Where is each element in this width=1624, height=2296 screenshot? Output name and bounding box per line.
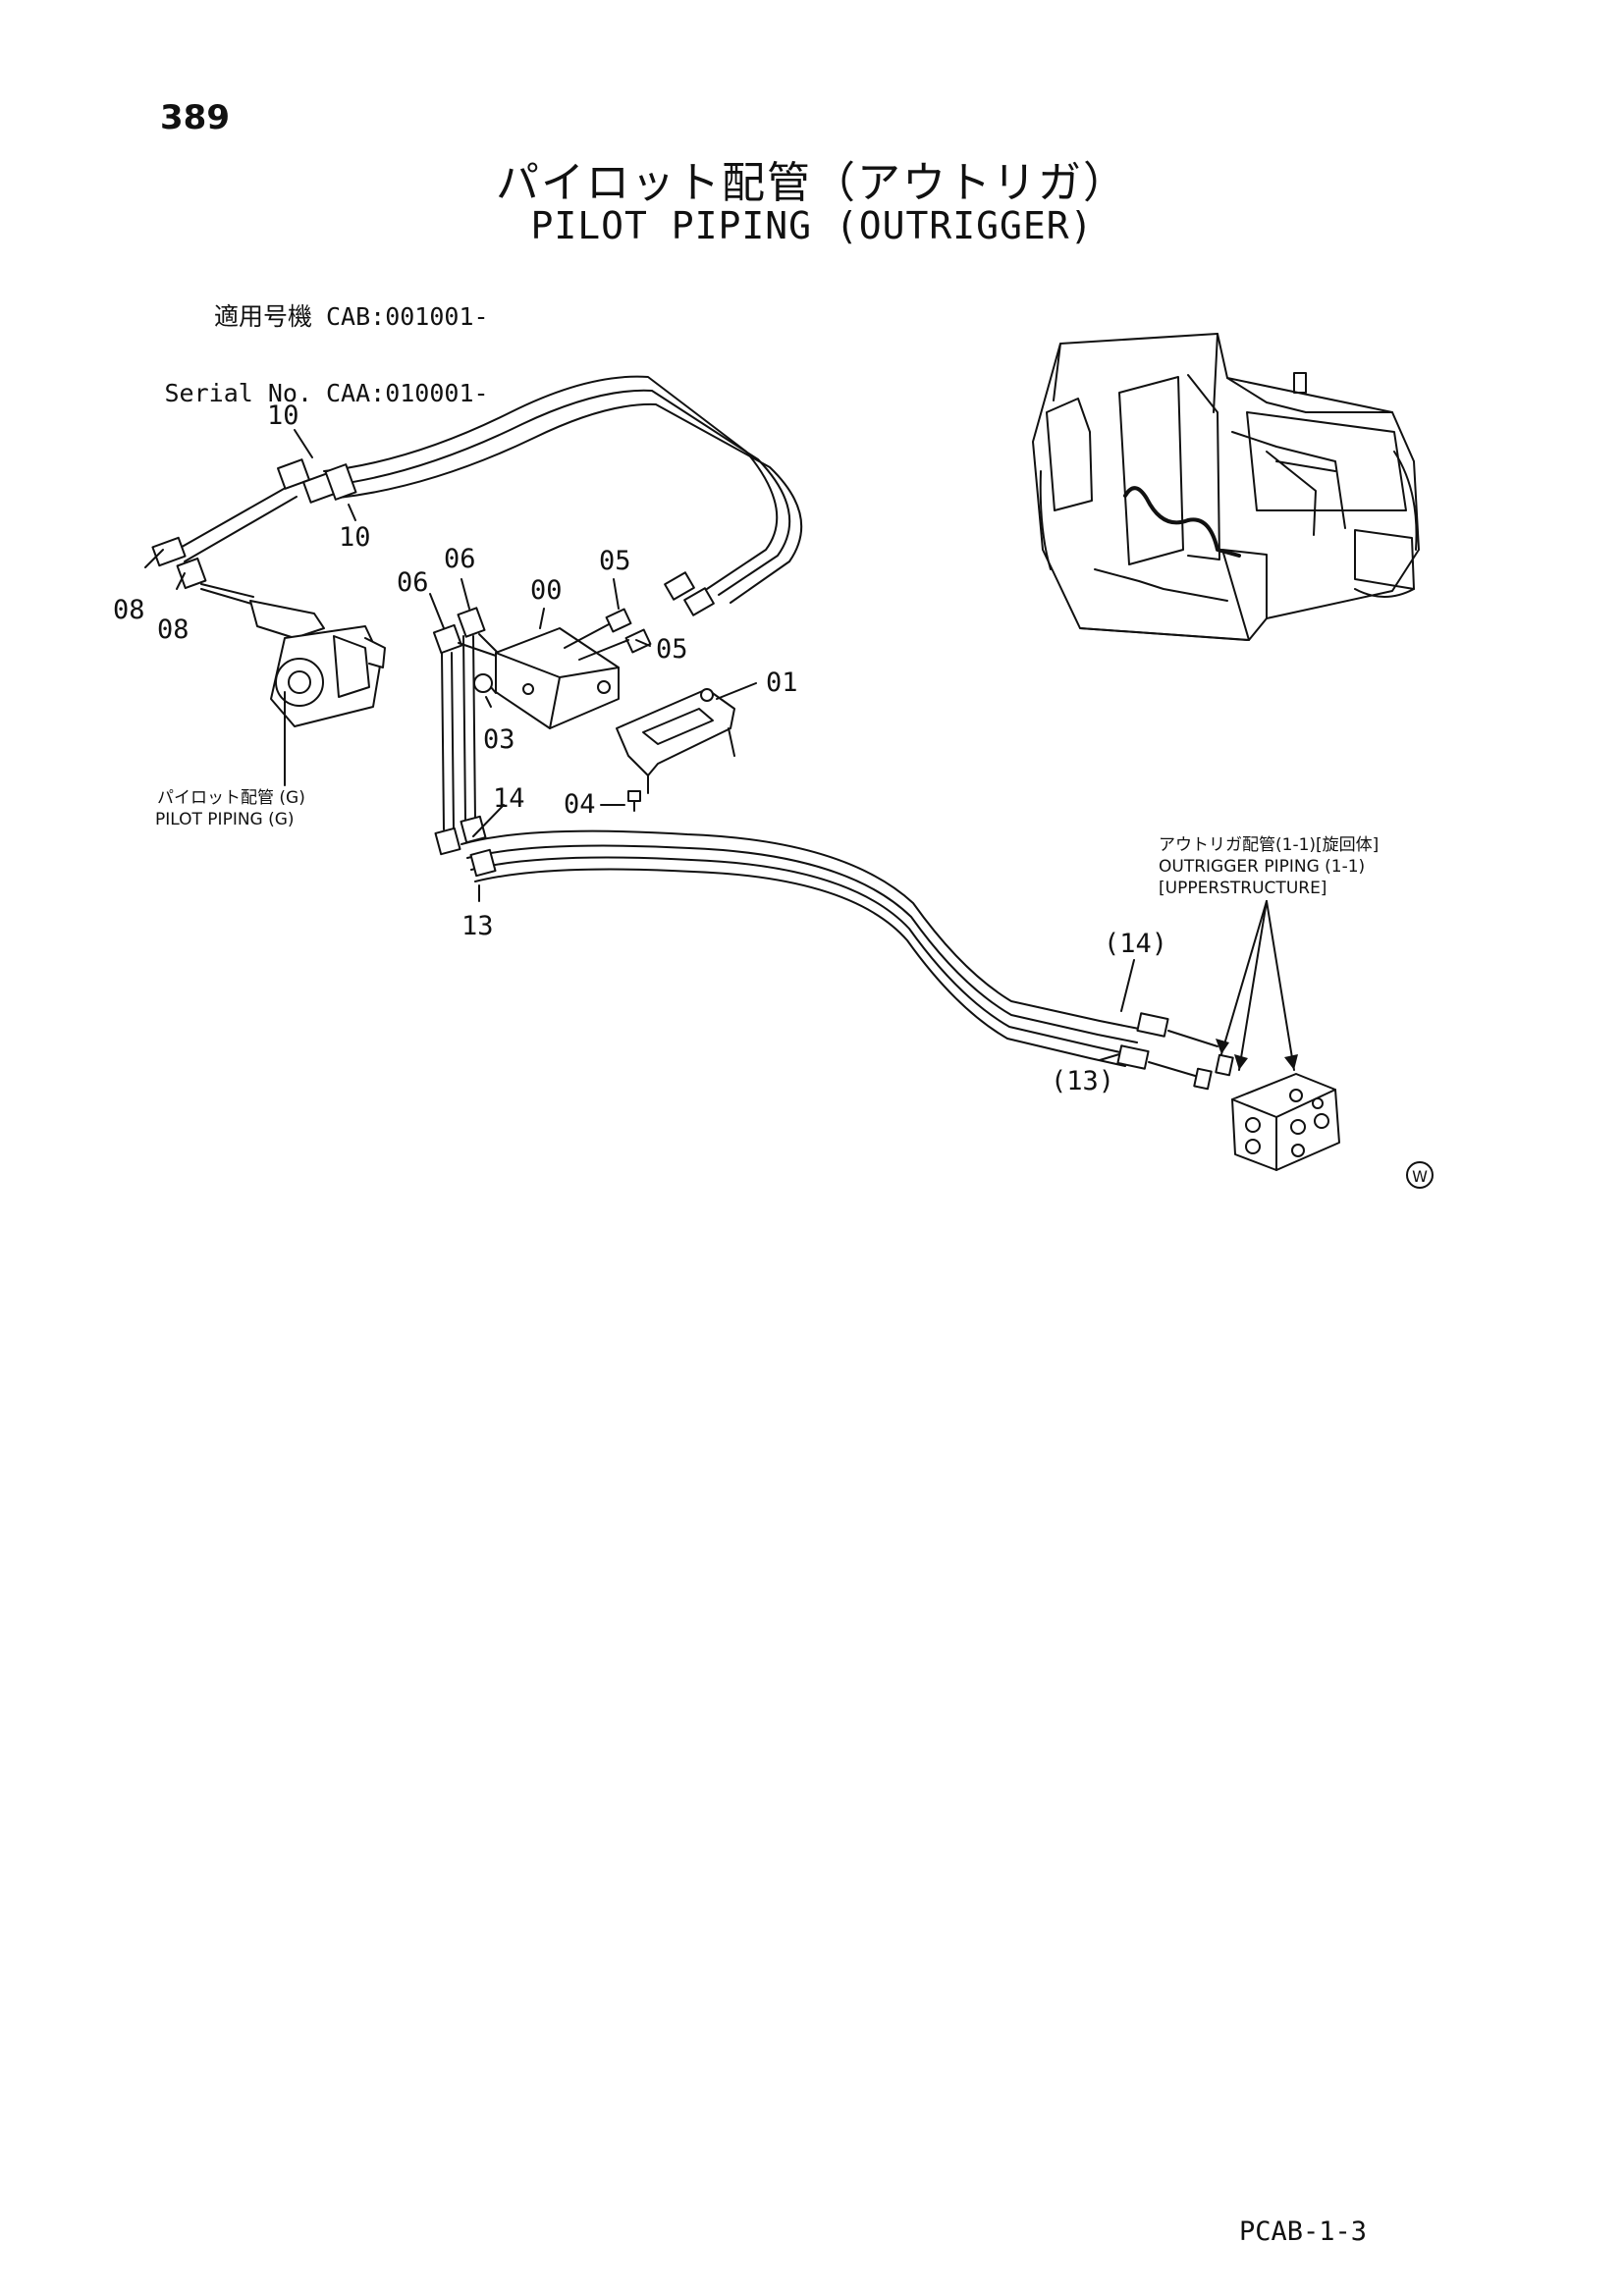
manifold-block-00 xyxy=(495,627,620,729)
callout-14: 14 xyxy=(493,783,525,814)
leader-lines xyxy=(144,429,1295,1071)
bolt-04 xyxy=(600,790,641,812)
callout-08-right: 08 xyxy=(157,614,189,645)
leader-arrowheads xyxy=(1216,1039,1298,1070)
page-title-japanese: パイロット配管（アウトリガ） xyxy=(496,158,1128,208)
note-upperstructure: [UPPERSTRUCTURE] xyxy=(1159,879,1326,898)
note-pilot-piping-g-jp: パイロット配管 (G) xyxy=(157,788,305,808)
upper-hose-bundle xyxy=(176,375,803,604)
callout-04: 04 xyxy=(564,789,596,820)
serial-row-2-label: Serial No. xyxy=(164,379,312,407)
note-pilot-piping-g-en: PILOT PIPING (G) xyxy=(155,810,295,829)
callout-03: 03 xyxy=(483,724,515,755)
outrigger-valve-block xyxy=(1231,1073,1340,1171)
serial-row-1-value: CAB:001001- xyxy=(326,302,489,331)
fitting-05 xyxy=(564,571,715,661)
callout-08-left: 08 xyxy=(113,595,145,625)
page-number: 389 xyxy=(160,98,230,137)
callout-05-lower: 05 xyxy=(656,634,688,665)
note-outrigger-piping-en: OUTRIGGER PIPING (1-1) xyxy=(1159,857,1365,877)
elbow-fitting-06 xyxy=(432,607,498,657)
excavator-overview-illustration xyxy=(1032,333,1420,641)
callout-00: 00 xyxy=(530,575,563,606)
serial-row-2-value: CAA:010001- xyxy=(326,379,489,407)
w-mark-letter: W xyxy=(1412,1167,1428,1186)
fitting-08 xyxy=(151,536,254,605)
note-outrigger-piping-jp: アウトリガ配管(1-1)[旋回体] xyxy=(1159,835,1379,855)
lower-hose-bundle xyxy=(460,829,1140,1067)
elbow-fitting-13-14 xyxy=(434,815,497,878)
serial-row-2: Serial No. CAA:010001- xyxy=(157,379,489,407)
callout-13-bracketed: (13) xyxy=(1051,1066,1114,1096)
bolt-03 xyxy=(473,673,497,694)
page-title-english: PILOT PIPING (OUTRIGGER) xyxy=(530,204,1094,247)
callout-01: 01 xyxy=(766,667,798,698)
end-fittings xyxy=(1116,1012,1234,1091)
footer-page-code: PCAB-1-3 xyxy=(1239,2216,1368,2247)
serial-block: 適用号機 CAB:001001- Serial No. CAA:010001- xyxy=(157,253,489,432)
callout-06-left: 06 xyxy=(397,567,429,598)
callout-13: 13 xyxy=(461,911,494,941)
vertical-pipes xyxy=(441,635,476,830)
w-mark: W xyxy=(1406,1161,1434,1189)
callout-06-right: 06 xyxy=(444,544,476,574)
callout-14-bracketed: (14) xyxy=(1104,929,1167,959)
bracket-01 xyxy=(616,688,735,794)
serial-row-1: 適用号機 CAB:001001- xyxy=(157,304,489,330)
pilot-valve-illustration xyxy=(249,600,386,727)
callout-10-lower: 10 xyxy=(339,522,371,553)
callout-05-upper: 05 xyxy=(599,546,631,576)
callout-10-upper: 10 xyxy=(267,400,299,431)
elbow-fitting-10 xyxy=(277,458,357,504)
serial-row-1-label: 適用号機 xyxy=(213,302,312,331)
